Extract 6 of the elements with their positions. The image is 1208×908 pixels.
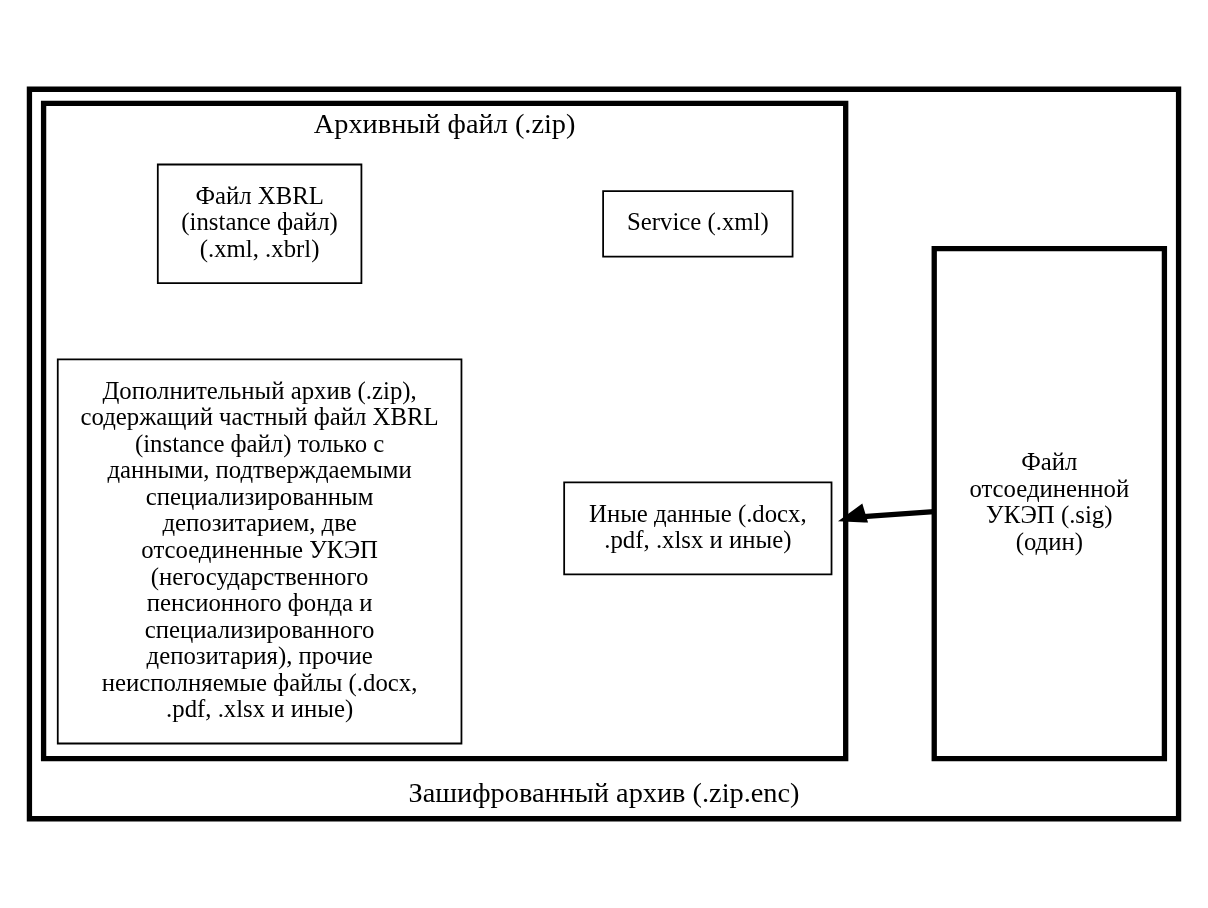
node-box: Файл XBRL (instance файл) (.xml, .xbrl) bbox=[156, 163, 363, 284]
node-box: Иные данные (.docx, .pdf, .xlsx и иные) bbox=[563, 481, 833, 576]
node-box: Дополнительный архив (.zip), содержащий частный файл XBRL (instance файл) только с данными, подтверждаемыми специализированным депозитарием, две отсоединенные УКЭП (негосударственного пенсионного фонда и специализированного депозитария), прочие неисполняемые файлы (.docx, .pdf, .xlsx и иные) bbox=[56, 358, 463, 745]
node-box: Файл отсоединенной УКЭП (.sig) (один) bbox=[931, 245, 1168, 762]
node-box: Service (.xml) bbox=[602, 190, 794, 258]
arrow bbox=[838, 503, 935, 523]
